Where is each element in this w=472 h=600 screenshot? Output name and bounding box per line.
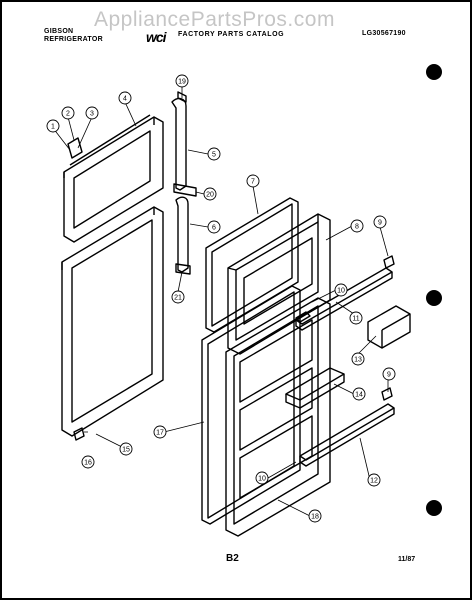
brand-name: GIBSON bbox=[44, 28, 74, 35]
callout-3: 3 bbox=[85, 106, 99, 120]
binder-hole-middle bbox=[426, 290, 442, 306]
callout-11: 11 bbox=[349, 311, 363, 325]
svg-text:7: 7 bbox=[251, 179, 255, 186]
callout-10-upper: 10 bbox=[334, 283, 348, 297]
svg-text:9: 9 bbox=[378, 220, 382, 227]
callout-16: 16 bbox=[81, 455, 95, 469]
binder-hole-bottom bbox=[426, 500, 442, 516]
callout-1: 1 bbox=[46, 119, 60, 133]
callout-markers: 1 2 3 4 19 5 20 6 21 7 8 9 10 11 13 9 14… bbox=[46, 74, 396, 523]
freezer-door bbox=[63, 114, 164, 243]
callout-9-upper: 9 bbox=[373, 215, 387, 229]
callout-18: 18 bbox=[308, 509, 322, 523]
callout-4: 4 bbox=[118, 91, 132, 105]
svg-text:15: 15 bbox=[122, 447, 130, 454]
wci-logo: wci bbox=[146, 29, 167, 45]
fresh-food-gasket bbox=[201, 285, 301, 525]
catalog-date: 11/87 bbox=[398, 556, 416, 563]
product-name: REFRIGERATOR bbox=[44, 36, 103, 43]
callout-14: 14 bbox=[352, 387, 366, 401]
callout-9-lower: 9 bbox=[382, 367, 396, 381]
svg-text:20: 20 bbox=[206, 192, 214, 199]
svg-text:3: 3 bbox=[90, 111, 94, 118]
callout-8: 8 bbox=[350, 219, 364, 233]
svg-text:4: 4 bbox=[123, 96, 127, 103]
callout-20: 20 bbox=[203, 187, 217, 201]
small-clips bbox=[67, 137, 395, 441]
svg-text:10: 10 bbox=[258, 476, 266, 483]
callout-10-lower: 10 bbox=[255, 471, 269, 485]
catalog-title: FACTORY PARTS CATALOG bbox=[178, 31, 285, 38]
svg-text:9: 9 bbox=[387, 372, 391, 379]
callout-17: 17 bbox=[153, 425, 167, 439]
callout-13: 13 bbox=[351, 352, 365, 366]
svg-text:11: 11 bbox=[352, 316, 359, 323]
svg-text:18: 18 bbox=[311, 514, 319, 521]
svg-text:12: 12 bbox=[370, 478, 378, 485]
callout-6: 6 bbox=[207, 220, 221, 234]
binder-hole-top bbox=[426, 64, 442, 80]
brand-block: GIBSON REFRIGERATOR bbox=[44, 28, 103, 44]
callout-2: 2 bbox=[61, 106, 75, 120]
svg-text:16: 16 bbox=[84, 460, 92, 467]
svg-text:1: 1 bbox=[51, 124, 55, 131]
model-code: LG30567190 bbox=[362, 30, 406, 37]
door-shelves bbox=[285, 367, 395, 467]
leader-lines bbox=[52, 86, 389, 517]
svg-text:6: 6 bbox=[212, 225, 216, 232]
callout-7: 7 bbox=[246, 174, 260, 188]
butter-bin bbox=[367, 305, 411, 349]
svg-text:17: 17 bbox=[156, 430, 164, 437]
freezer-inner-panel bbox=[227, 213, 331, 355]
callout-5: 5 bbox=[207, 147, 221, 161]
callout-15: 15 bbox=[119, 442, 133, 456]
hinge-trim-parts bbox=[171, 91, 197, 275]
watermark: AppliancePartsPros.com bbox=[94, 8, 335, 31]
fresh-food-liner bbox=[225, 297, 331, 537]
callout-21: 21 bbox=[171, 290, 185, 304]
svg-text:2: 2 bbox=[66, 111, 70, 118]
svg-text:14: 14 bbox=[355, 392, 363, 399]
freezer-gasket bbox=[205, 197, 299, 333]
svg-text:10: 10 bbox=[337, 288, 345, 295]
svg-text:21: 21 bbox=[174, 295, 182, 302]
callout-12: 12 bbox=[367, 473, 381, 487]
fresh-food-door bbox=[61, 206, 164, 437]
svg-text:13: 13 bbox=[354, 357, 362, 364]
callout-19: 19 bbox=[175, 74, 189, 88]
svg-text:5: 5 bbox=[212, 152, 216, 159]
page-number: B2 bbox=[226, 553, 239, 564]
svg-text:19: 19 bbox=[178, 79, 186, 86]
svg-text:8: 8 bbox=[355, 224, 359, 231]
